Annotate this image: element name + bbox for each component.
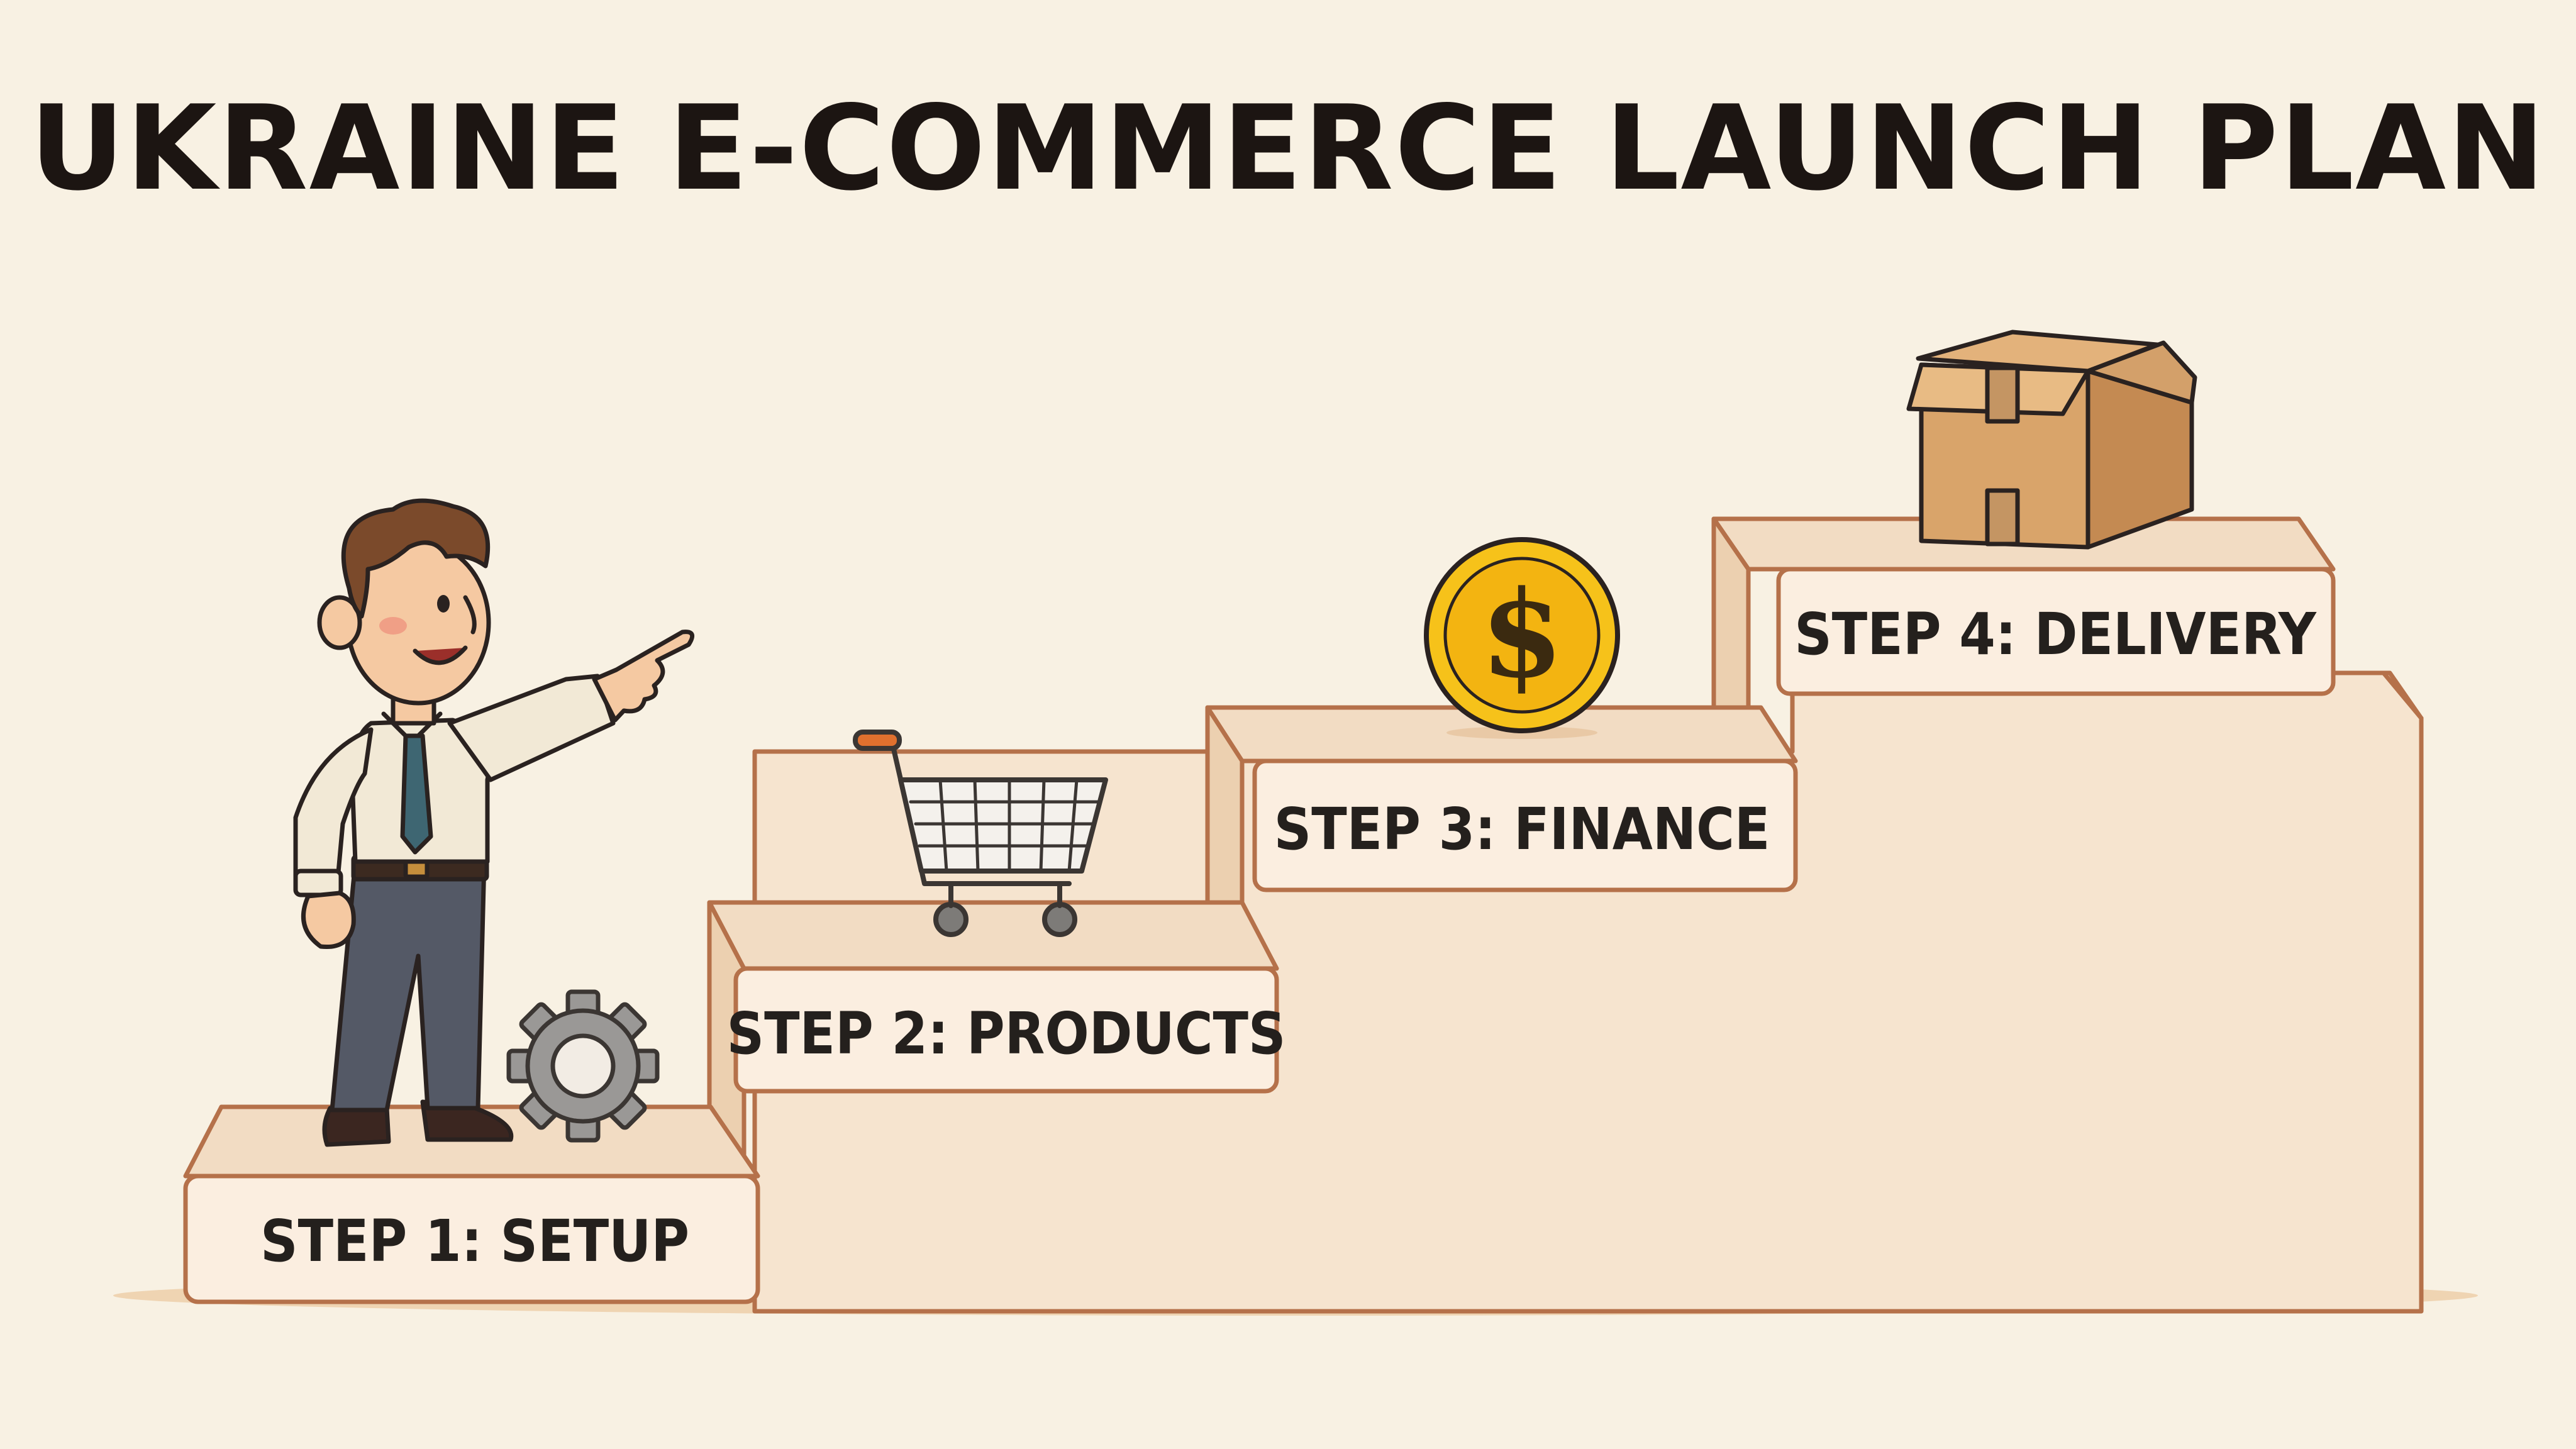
step-label: STEP 2: PRODUCTS: [726, 1000, 1285, 1067]
step-label: STEP 1: SETUP: [260, 1208, 689, 1275]
dollar-coin-icon: $: [1424, 537, 1620, 739]
step-3: STEP 3: FINANCE: [1205, 705, 1798, 958]
gear-icon: [506, 989, 660, 1143]
page-title: UKRAINE E-COMMERCE LAUNCH PLAN: [30, 80, 2546, 216]
step-label: STEP 4: DELIVERY: [1794, 601, 2317, 668]
businessman-illustration: [293, 498, 695, 1147]
step-label: STEP 3: FINANCE: [1274, 796, 1770, 863]
svg-text:$: $: [1480, 564, 1563, 704]
step-2: STEP 2: PRODUCTS: [707, 900, 1286, 1160]
cardboard-box-icon: [1906, 330, 2197, 550]
shopping-cart-icon: [853, 730, 1108, 937]
